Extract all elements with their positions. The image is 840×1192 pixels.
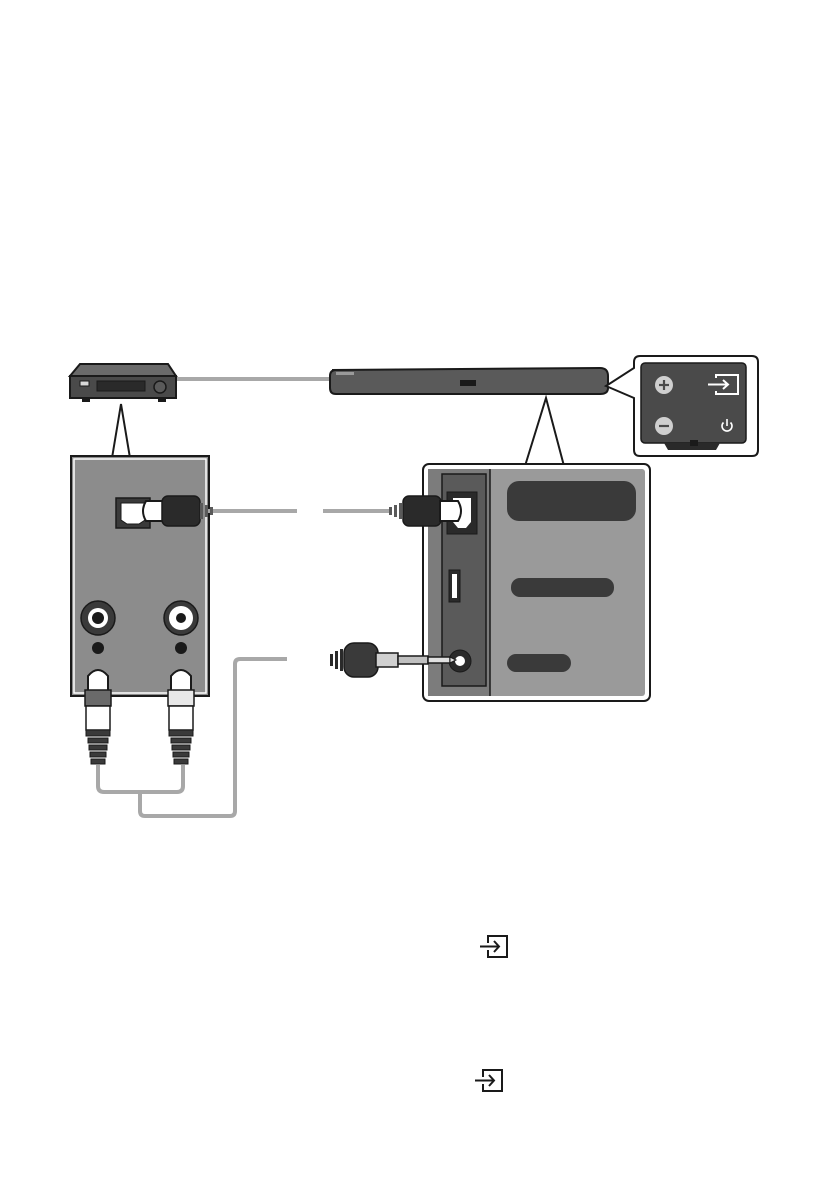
source-back-panel [71,456,209,696]
top-panel-callout [606,356,758,456]
port-label-aux-in [507,654,571,672]
soundbar [330,368,608,394]
usb-port[interactable] [449,570,460,602]
input-source-icon [480,936,507,957]
source-callout-pointer [112,404,130,458]
volume-up-button[interactable] [655,376,673,394]
port-label-usb [511,578,614,597]
soundbar-rear-panel [423,464,650,701]
port-label-digital-audio-in [507,481,636,521]
optical-cable [143,496,461,526]
soundbar-callout-pointer [525,398,564,466]
volume-down-button[interactable] [655,417,673,435]
source-device [70,364,176,402]
input-source-icon [475,1070,502,1091]
